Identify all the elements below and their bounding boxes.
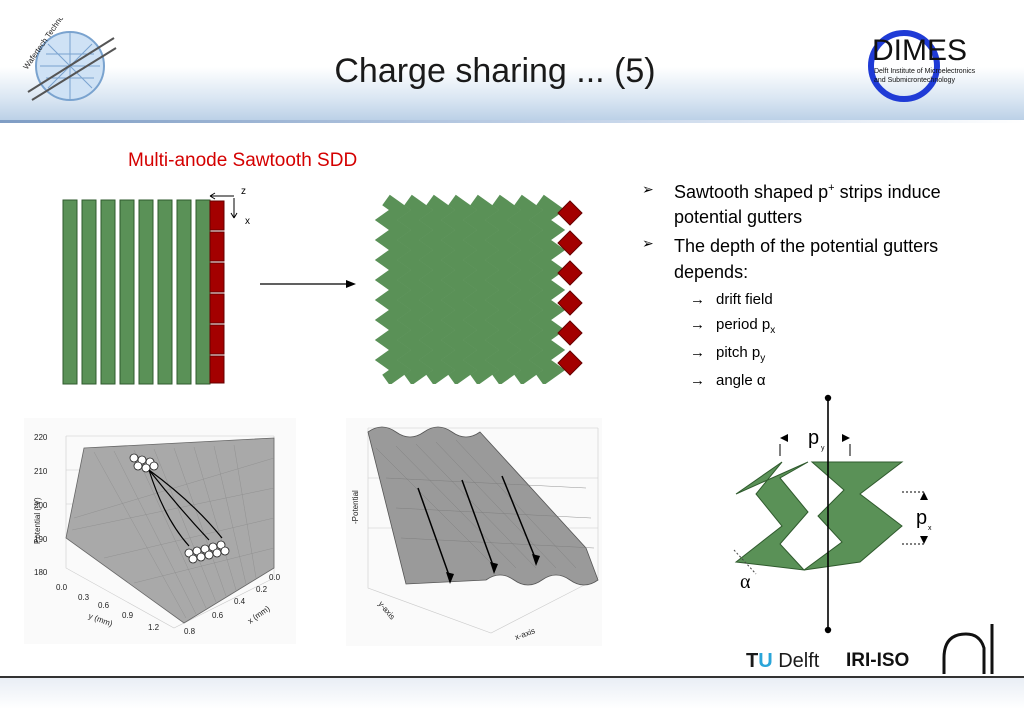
sub-bullet-text: angle xyxy=(716,371,757,389)
sub-bullet-subscript: x xyxy=(770,324,776,336)
sub-bullet-item: → pitch py xyxy=(642,342,1012,366)
plot1-ztick: 0.9 xyxy=(122,611,134,620)
arrow-bullet-icon: → xyxy=(690,290,705,308)
plot1-ztick: 0.3 xyxy=(78,593,90,602)
plot2-zlabel: -Potential xyxy=(351,490,360,524)
px-label: p xyxy=(916,507,927,529)
plot1-xtick: 0.6 xyxy=(212,611,224,620)
dimes-logo-line1: Delft Institute of Microelectronics xyxy=(874,68,976,75)
bullet-item: ➢ Sawtooth shaped p+ strips induce poten… xyxy=(642,180,1012,230)
iri-iso-logo: IRI-ISO xyxy=(846,650,910,671)
arrow-bullet-icon: → xyxy=(690,343,705,361)
sawtooth-geometry-diagram: p y p x α xyxy=(733,394,932,634)
plot1-ytick: 200 xyxy=(34,501,48,510)
plot1-ytick: 210 xyxy=(34,467,48,476)
plot1-xtick: 0.0 xyxy=(269,573,281,582)
slide-title: Charge sharing ... (5) xyxy=(334,52,656,90)
plot1-xtick: 0.4 xyxy=(234,597,246,606)
tudelft-logo-delft: Delft xyxy=(778,650,820,672)
plot1-ztick: 0.6 xyxy=(98,601,110,610)
bullet-item: ➢ The depth of the potential gutters dep… xyxy=(642,234,1012,284)
header-band xyxy=(0,0,1024,122)
bullet-text-rest: strips induce potential gutters xyxy=(674,182,941,228)
plot1-ylabel: Potential (-V) xyxy=(33,497,42,544)
px-subscript: x xyxy=(928,525,932,532)
bullet-superscript: + xyxy=(828,182,835,194)
dimes-logo-line2: and Submicrontechnology xyxy=(874,77,955,84)
sub-bullet-subscript: y xyxy=(760,352,766,364)
plot1-xtick: 0.8 xyxy=(184,627,196,636)
transform-arrow xyxy=(260,280,356,288)
potential-surface-plot-1: 220 210 200 190 180 Potential (-V) 0.0 0… xyxy=(24,418,296,644)
plot1-ytick: 220 xyxy=(34,433,48,442)
sub-bullet-greek: α xyxy=(756,371,766,389)
tudelft-logo-t: T xyxy=(746,650,759,672)
axis-z-label: z xyxy=(241,186,246,197)
axis-x-label: x xyxy=(245,216,250,227)
dimes-logo-text: DIMES xyxy=(872,34,967,67)
sawtooth-strip-diagram xyxy=(372,194,583,384)
potential-surface-plot-2: -Potential y-axis x-axis xyxy=(346,418,602,646)
tudelft-logo-u: U xyxy=(758,650,773,672)
py-label: p xyxy=(808,427,819,449)
sub-bullet-text: drift field xyxy=(716,290,773,308)
header-divider xyxy=(0,120,1024,123)
dimes-logo: DIMES Delft Institute of Microelectronic… xyxy=(868,30,976,102)
iri-building-logo-icon xyxy=(942,624,994,674)
sub-bullet-text: period p xyxy=(716,315,771,333)
linear-strip-diagram: z x xyxy=(62,186,250,385)
sub-bullet-item: → angle α xyxy=(642,370,1012,391)
sub-bullet-item: → drift field xyxy=(642,289,1012,310)
arrow-bullet-icon: → xyxy=(690,315,705,333)
arrow-bullet-icon: → xyxy=(690,371,705,389)
plot1-ytick: 190 xyxy=(34,535,48,544)
sub-bullet-text: pitch p xyxy=(716,343,761,361)
plot1-ytick: 180 xyxy=(34,568,48,577)
py-subscript: y xyxy=(821,445,825,452)
arrowhead-bullet-icon: ➢ xyxy=(642,181,654,197)
plot1-ztick: 0.0 xyxy=(56,583,68,592)
plot1-ztick: 1.2 xyxy=(148,623,160,632)
alpha-label: α xyxy=(740,571,751,593)
footer-band xyxy=(0,678,1024,709)
section-title: Multi-anode Sawtooth SDD xyxy=(128,150,358,171)
bullet-text: Sawtooth shaped p xyxy=(674,182,829,202)
bullet-list: ➢ Sawtooth shaped p+ strips induce poten… xyxy=(642,180,1012,395)
plot1-xtick: 0.2 xyxy=(256,585,268,594)
arrowhead-bullet-icon: ➢ xyxy=(642,235,654,252)
bullet-text: The depth of the potential gutters depen… xyxy=(674,236,939,282)
tudelft-logo: TU Delft xyxy=(746,650,819,673)
footer-divider xyxy=(0,676,1024,678)
institute-globe-logo: Wafertech Technology xyxy=(21,18,117,101)
sub-bullet-item: → period px xyxy=(642,314,1012,338)
